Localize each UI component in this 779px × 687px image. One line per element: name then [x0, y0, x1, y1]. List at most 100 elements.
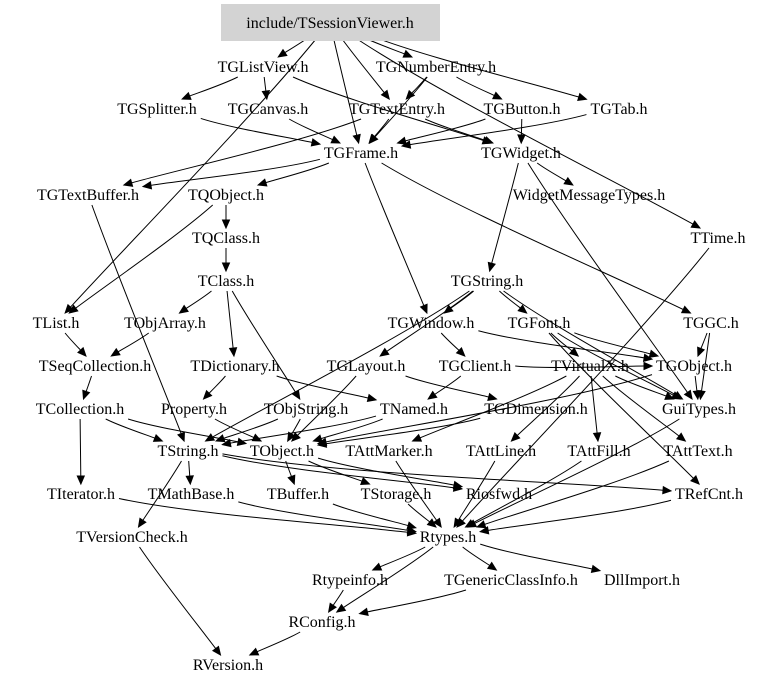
- dependency-edge: [188, 460, 191, 477]
- node-label: TVersionCheck.h: [76, 529, 188, 546]
- graph-node[interactable]: Property.h: [161, 401, 227, 418]
- dependency-edge: [407, 503, 431, 523]
- arrowhead-icon: [670, 391, 682, 400]
- arrowhead-icon: [277, 48, 288, 58]
- graph-node[interactable]: TGFont.h: [508, 315, 571, 332]
- graph-node[interactable]: TGWindow.h: [388, 315, 475, 332]
- graph-node[interactable]: TGTab.h: [590, 101, 647, 118]
- arrowhead-icon: [122, 178, 134, 187]
- graph-node[interactable]: TMathBase.h: [148, 486, 235, 503]
- graph-node[interactable]: TObjString.h: [264, 401, 349, 418]
- graph-node[interactable]: TGSplitter.h: [117, 101, 197, 118]
- graph-node[interactable]: RVersion.h: [193, 657, 263, 674]
- graph-node[interactable]: TGTextEntry.h: [349, 101, 445, 118]
- graph-node[interactable]: GuiTypes.h: [662, 401, 736, 418]
- dependency-edge: [139, 546, 217, 649]
- graph-node[interactable]: TGButton.h: [484, 101, 561, 118]
- dependency-edge: [499, 290, 521, 309]
- dependency-edge: [480, 543, 593, 570]
- dependency-edge: [550, 332, 573, 352]
- graph-node[interactable]: TGenericClassInfo.h: [444, 572, 578, 589]
- arrowhead-icon: [568, 347, 580, 357]
- arrowhead-icon: [426, 518, 437, 528]
- graph-node[interactable]: TAttFill.h: [567, 443, 630, 460]
- graph-node[interactable]: TVirtualX.h: [551, 358, 629, 375]
- node-label: TGString.h: [451, 273, 523, 290]
- dependency-edge: [332, 503, 409, 527]
- graph-node[interactable]: RConfig.h: [288, 614, 355, 631]
- graph-node[interactable]: TDictionary.h: [190, 358, 279, 375]
- graph-node[interactable]: TString.h: [158, 443, 219, 460]
- arrowhead-icon: [228, 347, 238, 358]
- dependency-edge: [434, 375, 462, 395]
- arrowhead-icon: [316, 439, 328, 448]
- graph-node[interactable]: TNamed.h: [380, 401, 448, 418]
- graph-node[interactable]: TObjArray.h: [124, 315, 206, 332]
- dependency-edge: [527, 162, 688, 393]
- arrowhead-icon: [82, 389, 91, 401]
- arrowhead-icon: [221, 262, 231, 273]
- arrowhead-icon: [310, 138, 322, 147]
- graph-node[interactable]: TList.h: [33, 315, 80, 332]
- dependency-edge: [405, 375, 489, 398]
- graph-node[interactable]: TVersionCheck.h: [76, 529, 188, 546]
- graph-node[interactable]: TSeqCollection.h: [39, 358, 151, 375]
- graph-node[interactable]: WidgetMessageTypes.h: [513, 187, 665, 204]
- arrowhead-icon: [680, 305, 692, 314]
- dependency-edge: [364, 162, 425, 306]
- dependency-edge: [117, 332, 150, 353]
- graph-node[interactable]: TQClass.h: [192, 230, 260, 247]
- dependency-edge: [503, 290, 676, 396]
- graph-node[interactable]: TIterator.h: [47, 486, 115, 503]
- graph-node[interactable]: TStorage.h: [361, 486, 432, 503]
- graph-node[interactable]: TQObject.h: [188, 187, 264, 204]
- arrowhead-icon: [683, 389, 693, 401]
- node-label: TVirtualX.h: [551, 358, 629, 375]
- graph-node[interactable]: TGDimension.h: [484, 401, 588, 418]
- arrowhead-icon: [221, 219, 231, 230]
- arrowhead-icon: [141, 181, 153, 190]
- graph-node[interactable]: TGObject.h: [656, 358, 732, 375]
- graph-node[interactable]: TObject.h: [250, 443, 314, 460]
- graph-node[interactable]: Rtypes.h: [420, 529, 476, 546]
- graph-node[interactable]: TGString.h: [451, 273, 523, 290]
- graph-node[interactable]: TGLayout.h: [327, 358, 406, 375]
- graph-node[interactable]: TGGC.h: [683, 315, 739, 332]
- graph-node[interactable]: TAttMarker.h: [345, 443, 432, 460]
- node-label: TTime.h: [691, 230, 746, 247]
- node-label: TIterator.h: [47, 486, 115, 503]
- arrowhead-icon: [427, 390, 438, 400]
- graph-node[interactable]: TGCanvas.h: [228, 101, 308, 118]
- graph-node[interactable]: TBuffer.h: [267, 486, 329, 503]
- graph-node[interactable]: TGClient.h: [439, 358, 511, 375]
- node-label: TObject.h: [250, 443, 314, 460]
- graph-node[interactable]: TClass.h: [198, 273, 254, 290]
- graph-node[interactable]: TGNumberEntry.h: [376, 59, 496, 76]
- node-label: TQClass.h: [192, 230, 260, 247]
- dependency-edge: [379, 546, 426, 568]
- dependency-edge: [424, 118, 486, 141]
- graph-node[interactable]: DllImport.h: [604, 572, 680, 589]
- graph-node[interactable]: TTime.h: [691, 230, 746, 247]
- graph-node[interactable]: TGWidget.h: [481, 145, 561, 162]
- graph-node[interactable]: include/TSessionViewer.h: [221, 4, 440, 41]
- node-label: TGObject.h: [656, 358, 732, 375]
- graph-node[interactable]: TGFrame.h: [324, 145, 398, 162]
- arrowhead-icon: [592, 432, 602, 443]
- graph-node[interactable]: Riosfwd.h: [466, 486, 532, 503]
- graph-node[interactable]: Rtypeinfo.h: [312, 572, 388, 589]
- graph-node[interactable]: TCollection.h: [36, 401, 124, 418]
- dependency-edge: [386, 290, 474, 352]
- graph-node[interactable]: TGListView.h: [218, 59, 309, 76]
- arrowhead-icon: [181, 91, 192, 100]
- graph-node[interactable]: TAttText.h: [663, 443, 732, 460]
- dependency-edge: [185, 290, 212, 309]
- graph-node[interactable]: TRefCnt.h: [675, 486, 743, 503]
- arrowhead-icon: [330, 135, 341, 144]
- graph-node[interactable]: TGTextBuffer.h: [37, 187, 139, 204]
- dependency-edge: [343, 546, 434, 608]
- graph-node[interactable]: TAttLine.h: [466, 443, 536, 460]
- arrowhead-icon: [664, 391, 675, 400]
